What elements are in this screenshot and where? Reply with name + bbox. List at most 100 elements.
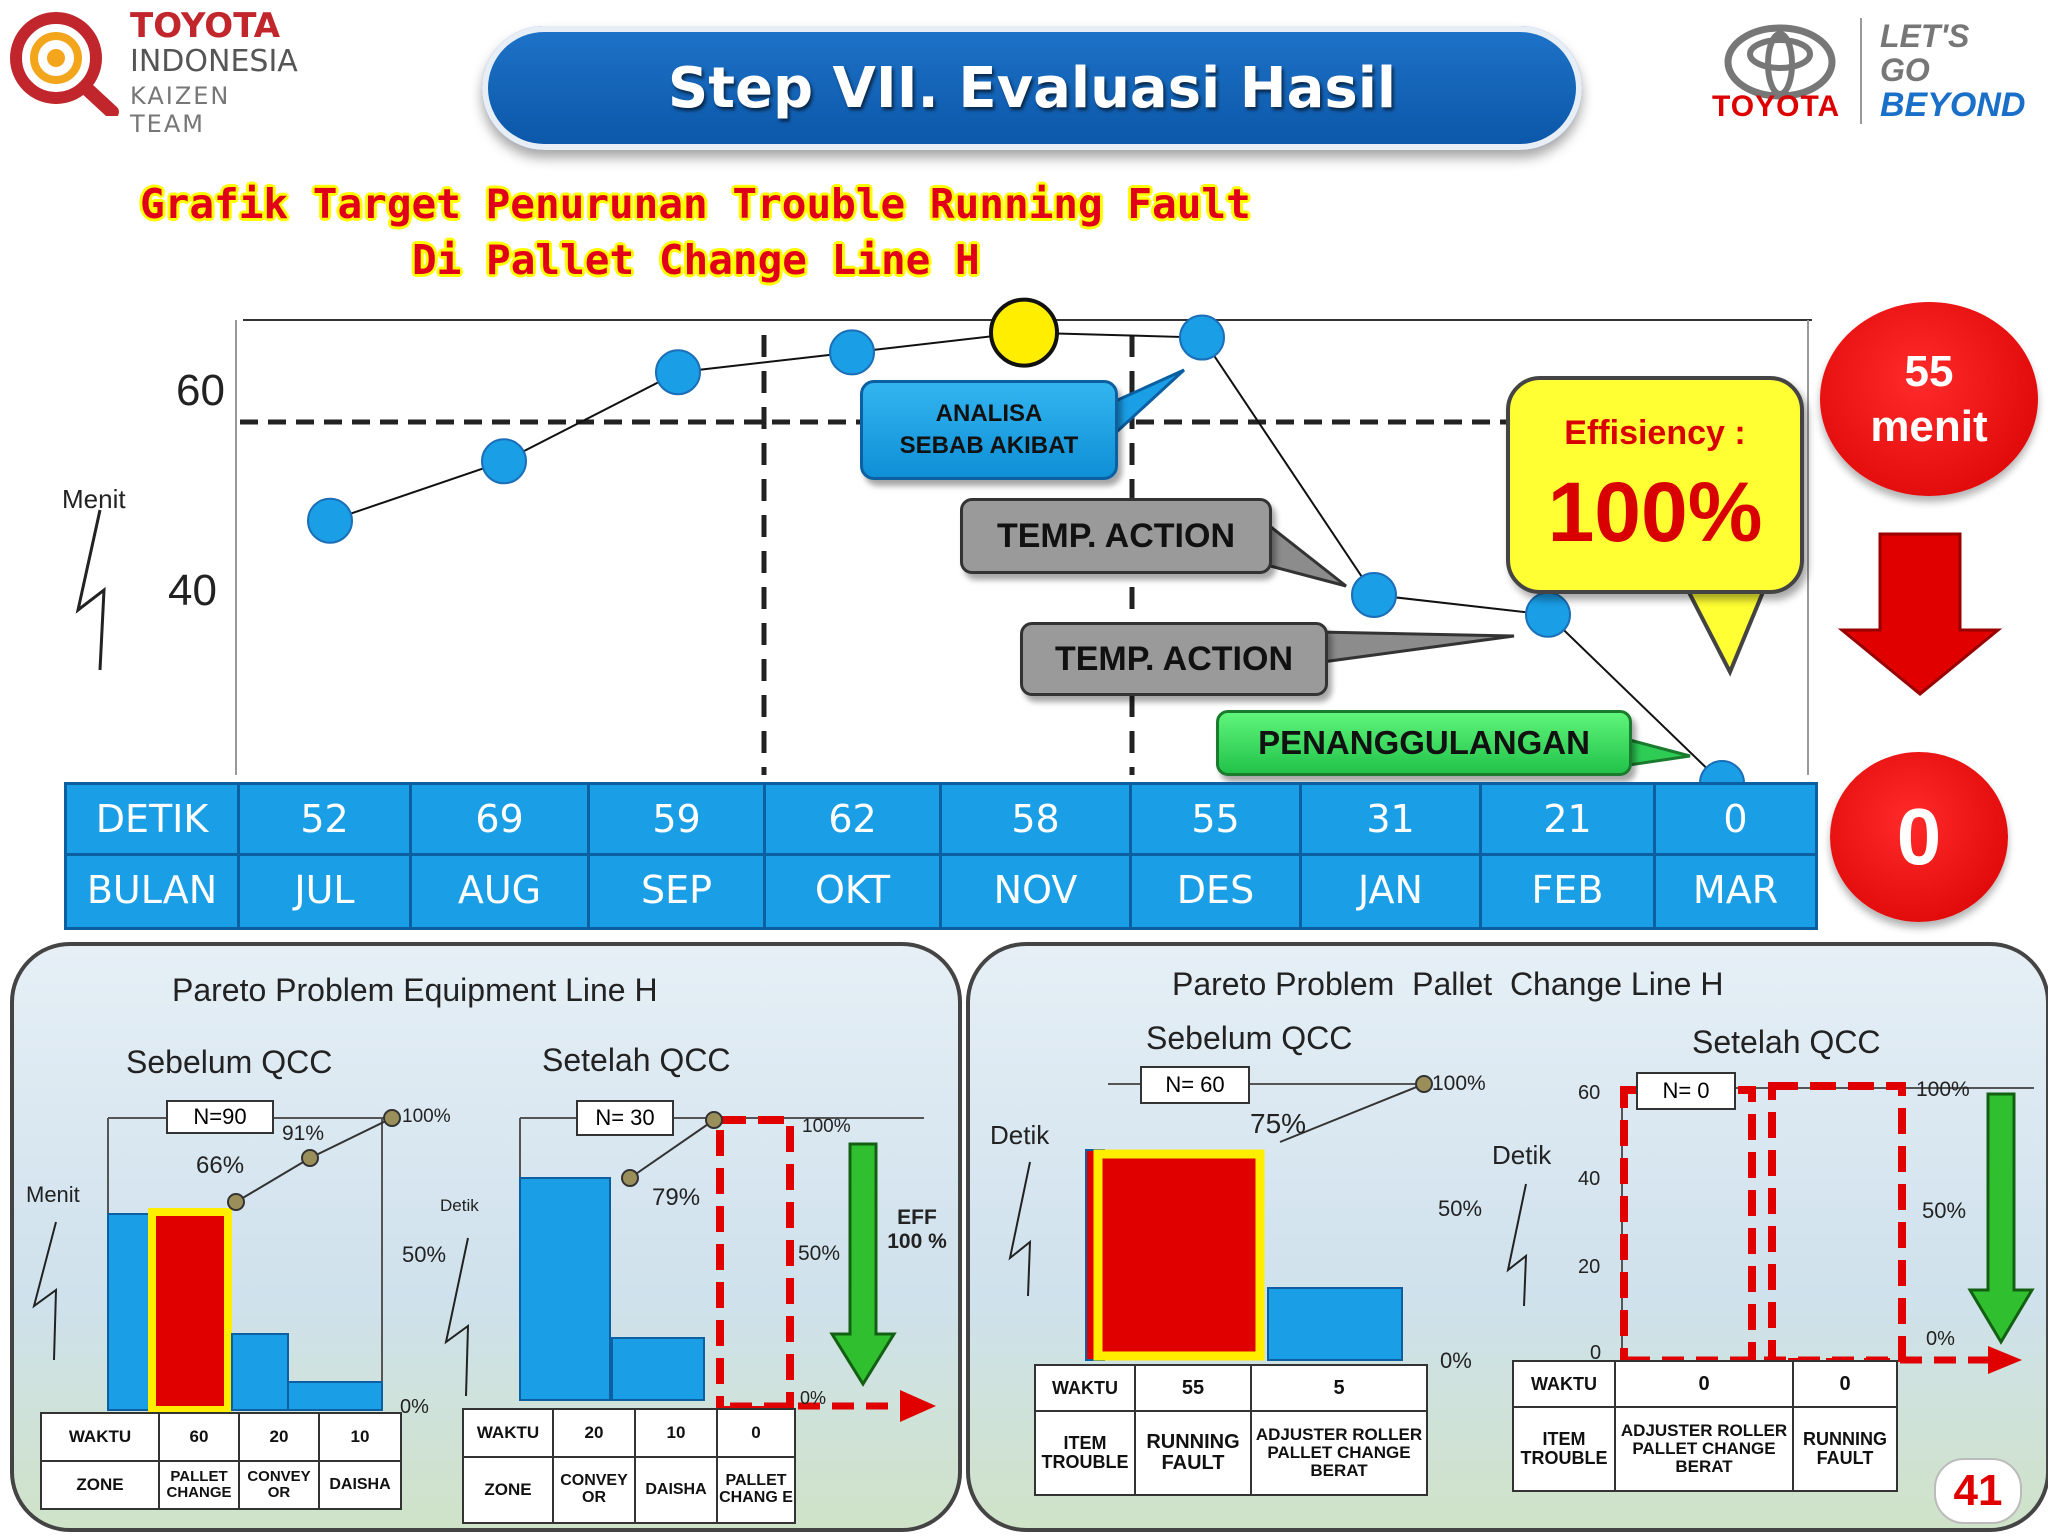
rb-row2-label: ITEM TROUBLE: [1036, 1412, 1136, 1494]
right-before-cum-0: 0%: [1440, 1348, 1472, 1373]
lb-item-3: DAISHA: [329, 1475, 391, 1493]
pareto-right-title: Pareto Problem Pallet Change Line H: [1172, 966, 1724, 1002]
chart-title-line-2: Di Pallet Change Line H: [412, 236, 980, 284]
left-before-zero-label: 0%: [400, 1396, 429, 1418]
data-point-jul: [307, 497, 353, 544]
table-month-des: DES: [1176, 868, 1255, 912]
left-before-n: N=90: [193, 1104, 247, 1129]
step-title: Step VII. Evaluasi Hasil: [667, 55, 1397, 121]
eff-label: EFF 100 %: [887, 1206, 947, 1253]
right-after-empty-2: [1768, 1082, 1906, 1366]
data-point-jan: [1351, 571, 1397, 618]
toyota-logo: TOYOTA LET'S GO BEYOND: [1708, 18, 2038, 128]
after-value-circle: 0: [1830, 752, 2008, 922]
table-value-jul: 52: [300, 797, 349, 841]
left-before-cum-91: 91%: [282, 1122, 325, 1145]
left-after-n: N= 30: [595, 1105, 655, 1130]
kaizen-brand: TOYOTA: [130, 6, 281, 46]
page-number: 41: [1953, 1466, 2003, 1515]
table-month-jul: JUL: [294, 868, 355, 912]
la-val-3: 0: [718, 1410, 794, 1458]
right-after-ytick-60: 60: [1578, 1082, 1601, 1104]
y-axis-label: Menit: [62, 484, 126, 514]
ra-item-1: ADJUSTER ROLLER PALLET CHANGE BERAT: [1616, 1408, 1794, 1490]
rb-item-1: RUNNING FAULT: [1136, 1412, 1252, 1494]
right-before-cum-75: 75%: [1250, 1108, 1307, 1139]
left-before-cum-100: 100%: [402, 1106, 451, 1127]
right-after-ylabel: Detik: [1492, 1140, 1552, 1170]
lb-row1-label: WAKTU: [42, 1414, 160, 1462]
step-title-banner: Step VII. Evaluasi Hasil: [482, 26, 1582, 150]
right-after-cum-50: 50%: [1922, 1198, 1967, 1223]
left-before-cum-66: 66%: [196, 1152, 245, 1179]
green-down-arrow-icon: [829, 1142, 897, 1387]
callout-analisa: ANALISA SEBAB AKIBAT: [860, 380, 1118, 480]
right-before-bar-2: [1267, 1287, 1403, 1361]
after-value: 0: [1896, 792, 1942, 881]
table-month-sep: SEP: [640, 868, 713, 912]
pareto-right-after-title: Setelah QCC: [1692, 1024, 1881, 1060]
lb-row2-label: ZONE: [42, 1462, 160, 1508]
right-after-ytick-20: 20: [1578, 1256, 1601, 1278]
callout-temp-action-2-text: TEMP. ACTION: [1054, 639, 1294, 678]
right-after-ytick-0: 0: [1590, 1342, 1602, 1364]
table-month-nov: NOV: [993, 868, 1078, 912]
toyota-wordmark: TOYOTA: [1712, 90, 1841, 123]
toyota-emblem-icon: [1724, 24, 1836, 100]
la-item-3: PALLET CHANG E: [719, 1472, 793, 1506]
callout-temp-action-2: TEMP. ACTION: [1020, 622, 1328, 696]
row-label-detik: DETIK: [95, 797, 209, 841]
slogan-lets: LET'S: [1880, 18, 1970, 54]
left-after-n-box: N= 30: [576, 1100, 674, 1136]
row-label-bulan: BULAN: [86, 868, 218, 912]
lb-item-2: CONVEY OR: [240, 1462, 320, 1508]
right-after-n-box: N= 0: [1636, 1072, 1736, 1110]
data-point-nov: [989, 297, 1059, 368]
y-tick-60: 60: [176, 366, 225, 415]
right-after-empty-1: [1620, 1086, 1756, 1374]
la-row1-label: WAKTU: [464, 1410, 554, 1458]
lb-item-1: PALLET CHANGE: [160, 1462, 240, 1508]
right-green-down-arrow-icon: [1967, 1092, 2035, 1345]
data-point-okt: [829, 329, 875, 376]
data-point-des: [1179, 314, 1225, 361]
callout-penanggulangan: PENANGGULANGAN: [1216, 710, 1632, 776]
before-bar-3: [287, 1381, 383, 1411]
data-point-sep: [655, 349, 701, 396]
table-value-des: 55: [1191, 797, 1240, 841]
left-after-50-label: 50%: [402, 1242, 447, 1267]
right-red-right-arrow-icon: [1988, 1346, 2022, 1374]
before-value: 55 menit: [1870, 347, 1988, 451]
before-bar-1: [107, 1213, 153, 1411]
pareto-right-before-title: Sebelum QCC: [1146, 1020, 1353, 1056]
ra-row2-label: ITEM TROUBLE: [1514, 1408, 1616, 1490]
left-after-cum-100: 100%: [802, 1116, 851, 1137]
left-after-table: WAKTU ZONE 20 10 0 CONVEY OR DAISHA PALL…: [462, 1408, 796, 1524]
callout-penanggulangan-text: PENANGGULANGAN: [1258, 724, 1590, 761]
right-before-axis-break-icon: [1008, 1161, 1032, 1297]
table-value-mar: 0: [1723, 797, 1748, 841]
red-right-arrow-icon: [900, 1390, 936, 1422]
data-point-aug: [481, 438, 527, 485]
after-bar-1: [519, 1177, 611, 1401]
y-tick-40: 40: [168, 566, 217, 615]
right-before-cum-50: 50%: [1438, 1196, 1483, 1221]
slogan-beyond: BEYOND: [1880, 86, 2026, 124]
left-after-ylabel: Detik: [440, 1196, 479, 1215]
table-value-nov: 58: [1011, 797, 1060, 841]
before-value-circle: 55 menit: [1820, 302, 2038, 496]
right-after-cum-0: 0%: [1926, 1328, 1955, 1350]
table-month-jan: JAN: [1358, 868, 1423, 912]
table-value-jan: 31: [1366, 797, 1415, 841]
table-month-feb: FEB: [1531, 868, 1604, 912]
right-after-axis-break-icon: [1506, 1183, 1528, 1307]
left-after-cum-79: 79%: [652, 1184, 701, 1211]
right-before-n: N= 60: [1165, 1072, 1225, 1097]
ra-row1-label: WAKTU: [1514, 1362, 1616, 1408]
efficiency-label: Effisiency :: [1564, 414, 1746, 452]
la-val-2: 10: [636, 1410, 718, 1458]
la-item-1: CONVEY OR: [554, 1458, 636, 1522]
table-month-aug: AUG: [457, 868, 542, 912]
